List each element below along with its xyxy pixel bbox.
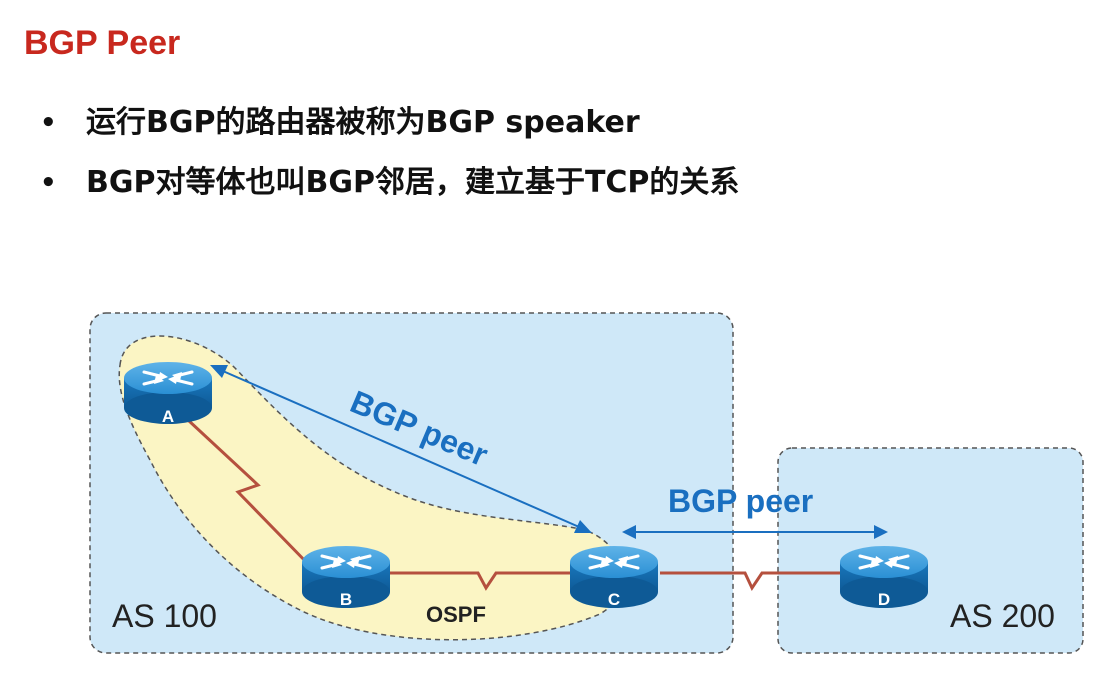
router-c-label: C [608, 590, 620, 609]
bgp-peer-external-arrow [622, 525, 888, 539]
slide-title: BGP Peer [24, 24, 181, 62]
link-a-b [186, 418, 314, 570]
link-c-d [660, 571, 842, 592]
router-b-label: B [340, 590, 352, 609]
router-c[interactable]: C [568, 544, 660, 610]
ospf-label: OSPF [426, 602, 486, 627]
bullet-text: BGP对等体也叫BGP邻居，建立基于TCP的关系 [86, 165, 740, 200]
bullet-list: • 运行BGP的路由器被称为BGP speaker • BGP对等体也叫BGP邻居，… [40, 98, 739, 218]
router-d-label: D [878, 590, 890, 609]
bullet-dot: • [40, 108, 57, 138]
bullet-text: 运行BGP的路由器被称为BGP speaker [86, 105, 640, 140]
bullet-item: • 运行BGP的路由器被称为BGP speaker [40, 98, 739, 158]
bullet-item: • BGP对等体也叫BGP邻居，建立基于TCP的关系 [40, 158, 739, 218]
router-a-label: A [162, 407, 174, 426]
router-d[interactable]: D [838, 544, 930, 610]
bgp-peer-external-label: BGP peer [668, 483, 813, 519]
as-200-label: AS 200 [950, 598, 1055, 634]
ospf-region [118, 335, 625, 641]
link-b-c [390, 571, 572, 591]
router-b[interactable]: B [300, 544, 392, 610]
bgp-peer-internal-arrow [210, 365, 592, 533]
as-100-label: AS 100 [112, 598, 217, 634]
bullet-dot: • [40, 168, 57, 198]
router-a[interactable]: A [122, 360, 214, 426]
